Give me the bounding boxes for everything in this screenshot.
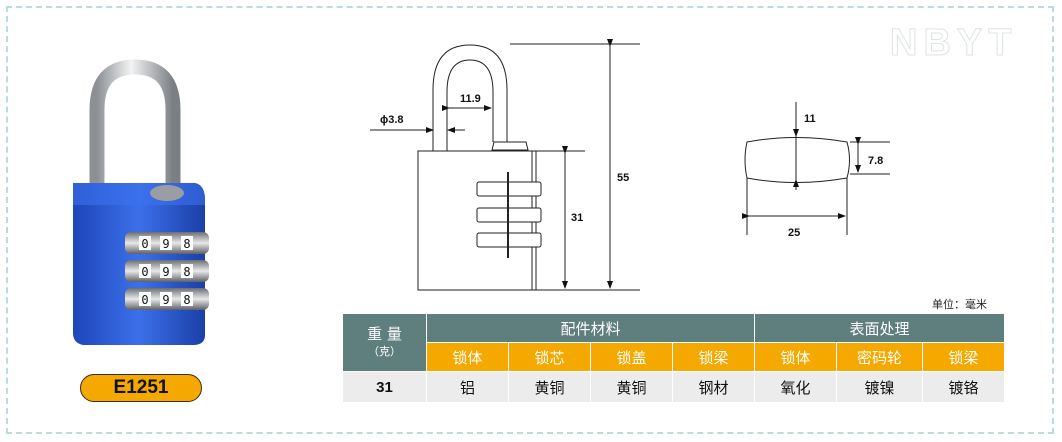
spec-table: 重 量 （克） 配件材料 表面处理 锁体 锁芯 锁盖 锁梁 锁体 密码轮 锁梁 … [342, 313, 1006, 402]
dial-digit: 0 [141, 293, 148, 307]
dial-digit: 9 [162, 265, 169, 279]
sub-header: 锁芯 [508, 342, 591, 372]
dial-digit: 9 [162, 293, 169, 307]
dial-row-1: 0 9 8 [125, 232, 209, 254]
dim-section-width: 25 [788, 227, 800, 239]
dim-thickness-side: 7.8 [868, 155, 883, 167]
page-frame [6, 6, 1054, 434]
unit-label: 单位：毫米 [932, 298, 987, 311]
weight-header: 重 量 （克） [342, 313, 427, 372]
table-cell: 钢材 [671, 371, 756, 402]
group-surface-header: 表面处理 [754, 313, 1006, 343]
lock-product-image: 0 9 8 0 9 8 0 9 8 [73, 59, 209, 345]
sub-header: 锁梁 [922, 342, 1006, 372]
dim-body-height: 31 [571, 212, 583, 224]
dial-digit: 8 [183, 293, 190, 307]
sub-header: 锁盖 [590, 342, 673, 372]
table-cell: 镀镍 [836, 371, 924, 402]
technical-drawing: 55 31 11.9 ϕ3.8 11 7.8 25 [370, 39, 890, 291]
model-badge: E1251 [80, 374, 202, 402]
group-materials-header: 配件材料 [425, 313, 756, 343]
sub-header: 锁体 [754, 342, 838, 372]
sub-header: 锁梁 [671, 342, 756, 372]
dial-row-2: 0 9 8 [125, 260, 209, 282]
dim-total-height: 55 [617, 172, 629, 184]
dial-digit: 8 [183, 265, 190, 279]
table-cell: 镀铬 [922, 371, 1006, 402]
table-cell: 铝 [426, 371, 509, 402]
table-row: 31 铝 黄铜 黄铜 钢材 氧化 镀镍 镀铬 [342, 371, 1006, 402]
dial-digit: 0 [141, 265, 148, 279]
table-cell: 氧化 [754, 371, 838, 402]
dim-shackle-inner-width: 11.9 [460, 93, 481, 105]
sub-header: 密码轮 [836, 342, 924, 372]
dial-digit: 8 [183, 237, 190, 251]
dial-digit: 0 [141, 237, 148, 251]
weight-header-unit: （克） [368, 344, 401, 358]
dim-thickness-top: 11 [804, 113, 816, 125]
weight-header-label: 重 量 [367, 324, 402, 343]
table-cell: 黄铜 [590, 371, 673, 402]
dim-shackle-diameter: ϕ3.8 [380, 114, 404, 126]
dial-digit: 9 [162, 237, 169, 251]
dial-row-3: 0 9 8 [125, 288, 209, 310]
brand-watermark: NBYT [889, 22, 1018, 65]
table-cell: 黄铜 [508, 371, 591, 402]
sub-header: 锁体 [426, 342, 509, 372]
weight-value: 31 [342, 371, 427, 402]
